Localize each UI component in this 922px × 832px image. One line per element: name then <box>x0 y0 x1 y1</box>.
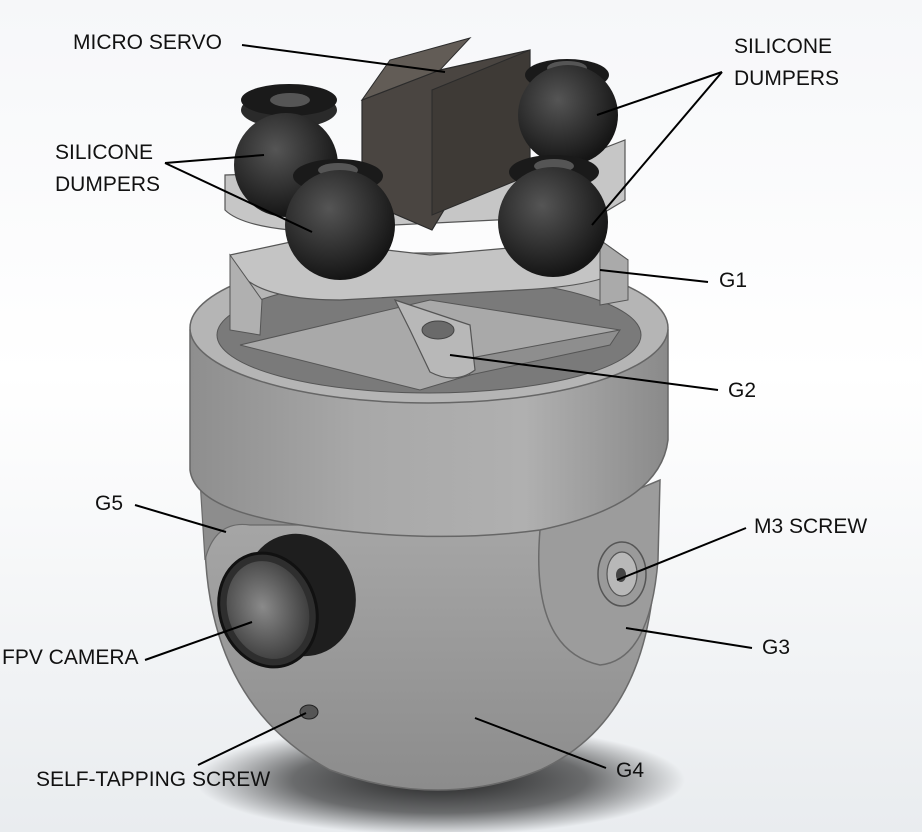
label-g2: G2 <box>728 379 757 402</box>
label-silicone-dumpers-right-line2: DUMPERS <box>734 67 840 90</box>
damper-front-left <box>285 159 395 280</box>
damper-back-right <box>518 59 618 165</box>
label-silicone-dumpers-left-line2: DUMPERS <box>55 173 161 196</box>
label-self-tapping-screw: SELF-TAPPING SCREW <box>36 768 271 791</box>
leader-fpv-camera <box>144 621 253 661</box>
label-g5: G5 <box>95 492 124 515</box>
damper-front-right <box>498 155 608 277</box>
leader-dampers-left-a <box>164 154 265 164</box>
label-g3: G3 <box>762 636 791 659</box>
label-fpv-camera: FPV CAMERA <box>2 646 139 669</box>
label-g1: G1 <box>719 269 748 292</box>
leader-dampers-left-b <box>164 162 313 233</box>
leader-g3 <box>625 627 753 649</box>
fpv-camera-body <box>217 533 356 669</box>
leader-dampers-right-a <box>596 71 723 116</box>
label-micro-servo: MICRO SERVO <box>73 31 222 54</box>
leader-m3-screw <box>616 527 747 581</box>
leader-g1 <box>599 269 709 283</box>
label-m3-screw: M3 SCREW <box>754 515 868 538</box>
leader-self-tapping-screw <box>197 712 307 766</box>
leader-g4 <box>474 717 607 769</box>
label-g4: G4 <box>616 759 645 782</box>
leader-g5 <box>134 504 227 533</box>
leader-lines <box>134 44 753 769</box>
leader-micro-servo <box>241 44 446 73</box>
micro-servo-body <box>360 37 531 231</box>
leader-dampers-right-b <box>591 71 723 226</box>
leader-g2 <box>449 354 719 391</box>
label-silicone-dumpers-left-line1: SILICONE <box>55 141 154 164</box>
self-tapping-screw-head <box>299 704 319 720</box>
label-silicone-dumpers-right-line1: SILICONE <box>734 35 833 58</box>
damper-back-left <box>234 84 338 217</box>
m3-screw-boss <box>597 541 647 607</box>
